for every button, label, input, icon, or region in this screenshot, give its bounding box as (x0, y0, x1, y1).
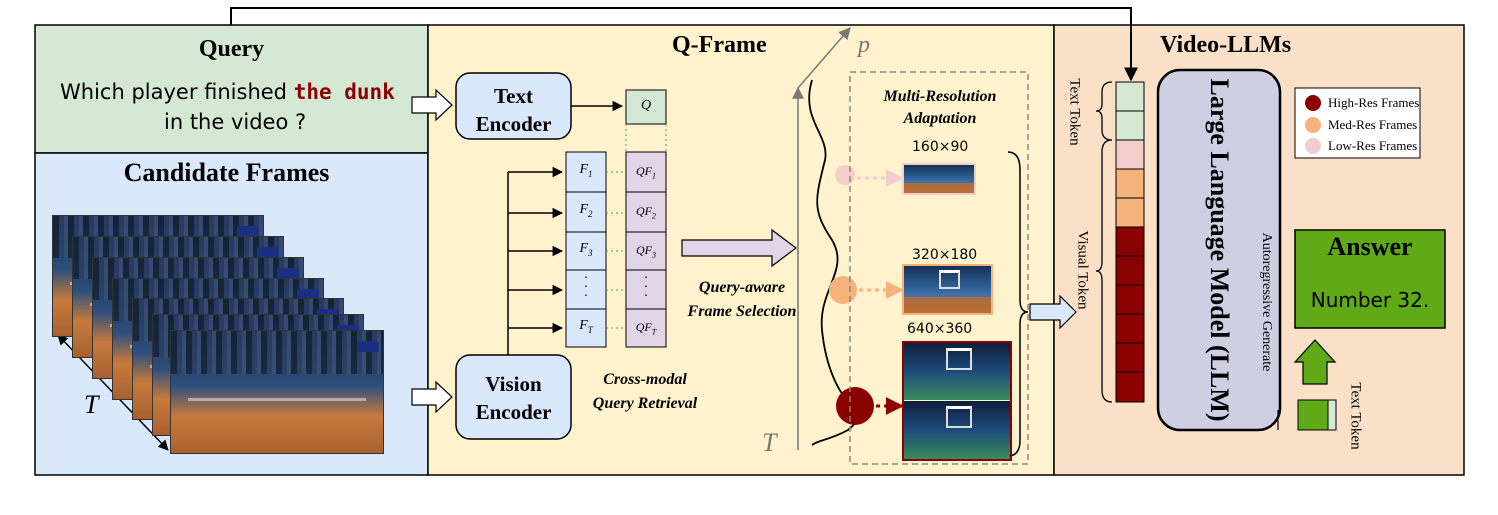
med-res-thumb-border (902, 264, 993, 315)
query-frame-feature-3: QF3 (636, 243, 656, 260)
answer-box (1294, 229, 1446, 329)
output-text-token-label: Text Token (1347, 382, 1364, 450)
frame-feature-ellipsis: ··· (583, 271, 589, 304)
prob-axis-diag (797, 27, 851, 89)
frames-to-vision-encoder-arrow (411, 380, 453, 414)
resolution-brace (1007, 151, 1029, 457)
query-highlight: the dunk (293, 80, 395, 104)
q-token-label: Q (640, 98, 652, 113)
low-res-thumb-border (902, 163, 976, 195)
legend-med-swatch (1305, 117, 1321, 133)
query-frame-feature-t: QFT (635, 320, 657, 337)
text-token-label: Text Token (1066, 78, 1083, 146)
vision-encoder-box (455, 354, 572, 440)
llm-label: Large Language Model (LLM) (1205, 78, 1234, 422)
output-token-tail (1327, 399, 1337, 431)
mra-line-2: Adaptation (903, 110, 977, 127)
p-axis-label: p (858, 32, 870, 58)
vision-fanout (507, 166, 564, 355)
vision-encoder-label: Vision Encoder (456, 370, 571, 426)
query-frame-feature-2: QF2 (636, 204, 656, 221)
autoregressive-label: Autoregressive Generate (1259, 232, 1274, 372)
visual-token-label: Visual Token (1074, 230, 1091, 310)
med-res-thumbnail (904, 266, 991, 313)
high-res-selection-dot (836, 387, 874, 425)
legend-low-swatch (1305, 138, 1321, 154)
query-title: Query (198, 36, 265, 62)
dotted-links (606, 124, 667, 329)
low-res-thumbnail (904, 165, 974, 193)
output-token-box (1297, 399, 1329, 431)
cross-modal-line-2: Query Retrieval (592, 395, 698, 412)
frames-axis-label: T (84, 390, 99, 419)
selection-arrow (681, 228, 797, 268)
high-res-thumbnail (904, 343, 1010, 400)
answer-title: Answer (1327, 232, 1413, 261)
vision-encoder-line-1: Vision (485, 372, 542, 396)
answer-text: Number 32. (1310, 288, 1430, 312)
mra-line-1: Multi-Resolution (883, 88, 997, 105)
probability-curve (808, 79, 861, 446)
resolution-high-label: 640×360 (907, 321, 973, 337)
query-frame-feature-1: QF1 (636, 164, 656, 181)
frame-feature-1: F1 (579, 162, 593, 179)
query-frame-feature-column (625, 151, 667, 348)
legend-med-label: Med-Res Frames (1328, 117, 1418, 132)
multi-resolution-box (849, 71, 1029, 465)
frame-feature-2: F2 (579, 202, 593, 219)
legend-high-label: High-Res Frames (1328, 95, 1420, 110)
qframe-title: Q-Frame (672, 32, 767, 58)
query-text-end: in the video ? (164, 110, 307, 134)
query-panel (34, 24, 429, 154)
legend-high-swatch (1305, 95, 1321, 111)
text-token-brace (1095, 81, 1113, 141)
query-aware-line-2: Frame Selection (687, 303, 797, 320)
med-res-selection-dot (829, 276, 857, 304)
resolution-med-label: 320×180 (912, 247, 978, 263)
frame-feature-t: FT (579, 318, 593, 335)
legend-low-label: Low-Res Frames (1328, 138, 1418, 153)
text-encoder-line-2: Encoder (475, 112, 552, 136)
frame-feature-column (565, 151, 607, 348)
low-res-selection-dot (835, 165, 855, 185)
video-llm-title: Video-LLMs (1160, 32, 1292, 58)
query-aware-label: Query-aware Frame Selection (672, 276, 812, 324)
cross-modal-line-1: Cross-modal (603, 371, 687, 388)
cross-modal-label: Cross-modal Query Retrieval (575, 368, 715, 416)
frame-feature-3: F3 (579, 241, 593, 258)
answer-up-arrow (1293, 339, 1337, 385)
to-llm-tokens-arrow (1029, 294, 1077, 330)
query-aware-line-1: Query-aware (698, 279, 786, 296)
resolution-low-label: 160×90 (912, 139, 969, 155)
query-to-llm-connector (230, 7, 1138, 82)
query-to-text-encoder-arrow (411, 88, 453, 122)
query-frame-feature-ellipsis: ··· (643, 271, 649, 304)
high-res-thumbnail (904, 401, 1010, 459)
token-column (1115, 81, 1145, 403)
text-encoder-line-1: Text (494, 84, 533, 108)
text-encoder-label: Text Encoder (456, 82, 571, 138)
query-text-start: Which player finished (60, 80, 294, 104)
multi-resolution-label: Multi-Resolution Adaptation (860, 86, 1020, 130)
candidate-frames-title: Candidate Frames (123, 158, 330, 187)
visual-token-brace (1095, 139, 1113, 403)
query-text: Which player finished the dunk (60, 80, 395, 104)
llm-box (1156, 68, 1282, 432)
q-token-box (625, 89, 667, 125)
video-frame (170, 330, 384, 454)
high-res-thumb-border (902, 341, 1012, 461)
t-axis-label: T (762, 428, 777, 457)
vision-encoder-line-2: Encoder (475, 400, 552, 424)
